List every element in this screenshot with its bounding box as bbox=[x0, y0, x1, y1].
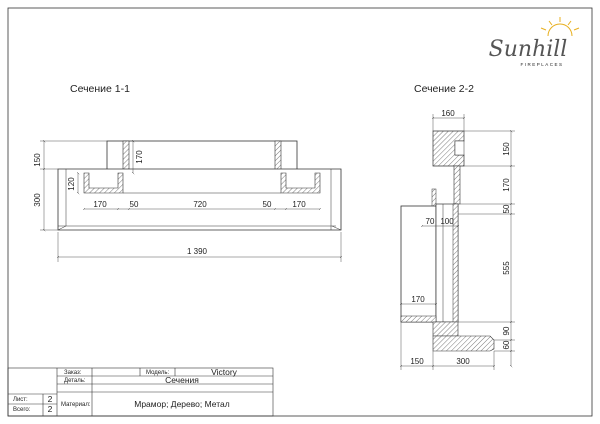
tb-detail-value: Сечения bbox=[165, 375, 199, 385]
tb-order-label: Заказ: bbox=[64, 370, 82, 376]
bottom-rail bbox=[400, 315, 437, 323]
dim-1-120: 120 bbox=[67, 177, 76, 191]
dim-1-300: 300 bbox=[33, 193, 42, 207]
tb-model-label: Модель: bbox=[146, 370, 170, 376]
tb-model-value: Victory bbox=[211, 367, 238, 377]
tb-sheet-label: Лист: bbox=[13, 397, 28, 403]
sun-icon bbox=[540, 17, 580, 37]
small-post bbox=[431, 188, 437, 208]
dim-2-150-bottom: 150 bbox=[410, 357, 424, 366]
dim-2-160: 160 bbox=[441, 109, 455, 118]
section-2-title: Сечение 2-2 bbox=[414, 83, 474, 95]
dim-1-50-left: 50 bbox=[130, 200, 139, 209]
dim-2-90: 90 bbox=[502, 326, 511, 335]
tb-material-label: Материал: bbox=[61, 402, 91, 408]
dim-1-720: 720 bbox=[193, 200, 207, 209]
tb-total-label: Всего: bbox=[13, 407, 31, 413]
tb-detail-label: Деталь: bbox=[64, 378, 86, 384]
dim-1-170-vertical: 170 bbox=[135, 150, 144, 164]
tb-sheet-value: 2 bbox=[48, 394, 53, 404]
section-1-title: Сечение 1-1 bbox=[70, 83, 130, 95]
dim-2-150-right: 150 bbox=[502, 142, 511, 156]
top-box-wall-right bbox=[274, 140, 282, 174]
sunhill-logo: Sunhill FIREPLACES bbox=[489, 17, 580, 67]
top-block-notch bbox=[454, 140, 465, 156]
dim-1-170-left: 170 bbox=[93, 200, 107, 209]
pocket-left bbox=[83, 172, 124, 194]
dim-1-170-right: 170 bbox=[292, 200, 306, 209]
dim-2-100: 100 bbox=[440, 217, 454, 226]
dim-2-70: 70 bbox=[426, 217, 435, 226]
bottom-step-left bbox=[432, 321, 459, 337]
dim-2-50-right: 50 bbox=[502, 204, 511, 213]
top-box bbox=[106, 140, 298, 174]
dim-2-170-right: 170 bbox=[502, 178, 511, 192]
main-slab bbox=[57, 168, 342, 231]
tb-material-value: Мрамор; Дерево; Метал bbox=[134, 399, 230, 409]
section-2-2: Сечение 2-2 bbox=[401, 83, 515, 370]
dim-2-170: 170 bbox=[411, 295, 425, 304]
front-column-face bbox=[452, 203, 459, 323]
pocket-right bbox=[280, 172, 321, 194]
logo-brand: Sunhill bbox=[489, 37, 568, 62]
upper-post bbox=[453, 165, 461, 205]
dim-1-150: 150 bbox=[33, 153, 42, 167]
dim-2-555: 555 bbox=[502, 261, 511, 275]
logo-sub: FIREPLACES bbox=[520, 62, 563, 67]
title-block bbox=[7, 367, 274, 417]
dim-1-total: 1 390 bbox=[187, 247, 208, 256]
top-box-wall-left bbox=[122, 140, 130, 174]
sheet-frame bbox=[7, 7, 593, 417]
tb-total-value: 2 bbox=[48, 404, 53, 414]
bottom-step bbox=[432, 335, 495, 352]
dim-2-300-bottom: 300 bbox=[456, 357, 470, 366]
section-1-1: Сечение 1-1 bbox=[33, 83, 341, 262]
dim-1-50-right: 50 bbox=[263, 200, 272, 209]
dim-2-60: 60 bbox=[502, 340, 511, 349]
